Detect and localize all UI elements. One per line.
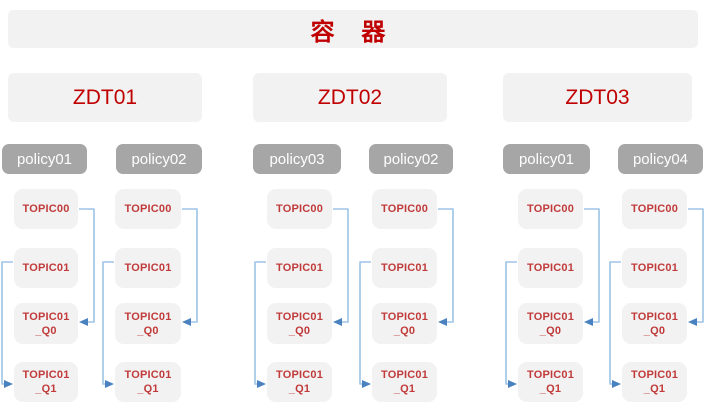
topic-box: TOPIC01 bbox=[622, 248, 687, 288]
zdt-node-1: ZDT01 bbox=[8, 73, 202, 122]
zdt-node-3: ZDT03 bbox=[503, 73, 692, 122]
topic-box: TOPIC01 _Q0 bbox=[14, 303, 78, 344]
topic-box: TOPIC01 _Q0 bbox=[372, 303, 437, 344]
arrow-topic01-to-q1 bbox=[254, 261, 266, 388]
topic-box: TOPIC00 bbox=[267, 189, 332, 229]
policy-badge: policy02 bbox=[369, 144, 453, 174]
topic-box: TOPIC01 bbox=[518, 248, 583, 288]
topic-box: TOPIC01 _Q1 bbox=[518, 362, 583, 402]
topic-box: TOPIC01 bbox=[14, 248, 78, 288]
arrow-topic00-to-q0 bbox=[438, 208, 454, 326]
policy-badge: policy02 bbox=[116, 144, 202, 174]
policy-badge: policy01 bbox=[503, 144, 590, 174]
arrow-topic00-to-q0 bbox=[79, 208, 95, 326]
topic-box: TOPIC00 bbox=[372, 189, 437, 229]
topic-box: TOPIC01 _Q0 bbox=[622, 303, 687, 344]
policy-badge: policy03 bbox=[253, 144, 341, 174]
arrow-topic01-to-q1 bbox=[609, 261, 621, 388]
topic-box: TOPIC00 bbox=[622, 189, 687, 229]
topic-box: TOPIC00 bbox=[115, 189, 181, 229]
arrow-topic00-to-q0 bbox=[584, 208, 600, 326]
topic-box: TOPIC01 _Q0 bbox=[267, 303, 332, 344]
policy-badge: policy04 bbox=[618, 144, 703, 174]
arrow-topic01-to-q1 bbox=[359, 261, 371, 388]
arrow-topic01-to-q1 bbox=[505, 261, 517, 388]
arrow-topic01-to-q1 bbox=[102, 261, 114, 388]
policy-badge: policy01 bbox=[2, 144, 87, 174]
topic-box: TOPIC01 _Q1 bbox=[622, 362, 687, 402]
topic-box: TOPIC01 bbox=[372, 248, 437, 288]
topic-box: TOPIC01 _Q1 bbox=[267, 362, 332, 402]
arrow-topic00-to-q0 bbox=[182, 208, 198, 326]
topic-box: TOPIC01 _Q1 bbox=[372, 362, 437, 402]
zdt-node-2: ZDT02 bbox=[253, 73, 447, 122]
topic-box: TOPIC01 _Q1 bbox=[115, 362, 181, 402]
topic-box: TOPIC00 bbox=[518, 189, 583, 229]
topic-box: TOPIC00 bbox=[14, 189, 78, 229]
arrow-topic01-to-q1 bbox=[1, 261, 13, 388]
topic-box: TOPIC01 _Q0 bbox=[518, 303, 583, 344]
topic-box: TOPIC01 _Q0 bbox=[115, 303, 181, 344]
container-title: 容 器 bbox=[8, 10, 698, 48]
arrow-topic00-to-q0 bbox=[688, 208, 704, 326]
topic-box: TOPIC01 _Q1 bbox=[14, 362, 78, 402]
arrow-topic00-to-q0 bbox=[333, 208, 349, 326]
topic-box: TOPIC01 bbox=[115, 248, 181, 288]
topic-box: TOPIC01 bbox=[267, 248, 332, 288]
